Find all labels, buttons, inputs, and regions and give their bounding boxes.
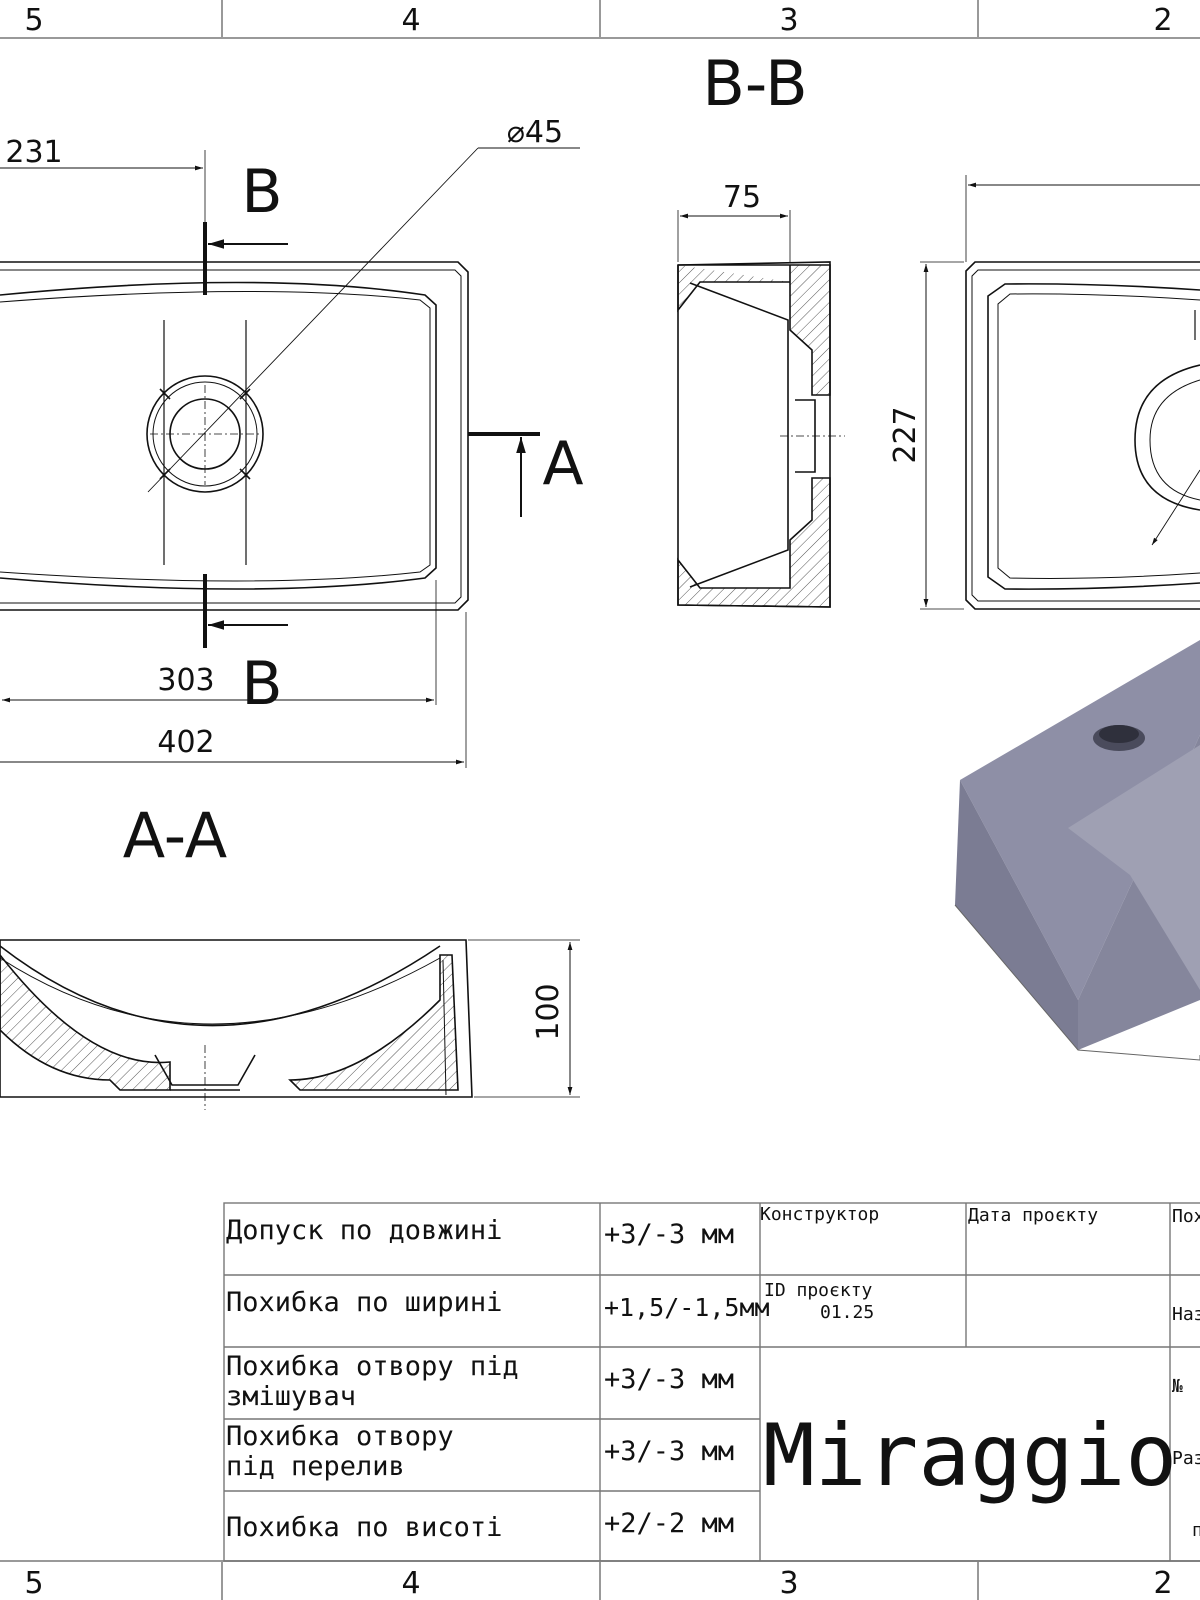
side-view [920,175,1200,610]
tolerance-label-line: Похибка отвору [226,1421,454,1452]
title-block-clipped-text: № [1172,1376,1183,1397]
tolerance-label: Похибка отвору під змішувач [226,1351,535,1412]
tolerance-label-line: під перелив [226,1451,405,1482]
designer-label: Конструктор [760,1204,879,1225]
tolerance-value: +3/-3 мм [604,1436,734,1467]
title-block-clipped-text: Пох [1172,1206,1200,1227]
brand-logo: Miraggio [763,1406,1177,1506]
zone-label-top: 5 [24,3,43,38]
tolerance-value: +1,5/-1,5мм [604,1293,770,1322]
title-block-clipped-text: Наз [1172,1304,1200,1325]
cut-label-a: A [542,429,583,499]
tolerance-value: +3/-3 мм [604,1219,734,1250]
zone-label-bottom: 2 [1153,1566,1172,1600]
dimension-231: 231 [5,135,62,170]
zone-border-bottom: 5 4 3 2 [0,1560,1200,1600]
title-block [223,1202,1200,1562]
tolerance-label: Допуск по довжині [226,1215,502,1246]
cut-label-b-bottom: B [241,649,282,719]
project-date-label: Дата проєкту [968,1205,1098,1226]
tolerance-label: Похибка по висоті [226,1512,502,1543]
tolerance-value: +2/-2 мм [604,1508,734,1539]
section-bb-view [677,210,845,608]
zone-label-top: 2 [1153,3,1172,38]
zone-label-bottom: 4 [401,1566,420,1600]
mixer-hole-outer [146,375,264,493]
tolerance-label: Похибка отвору під перелив [226,1421,470,1482]
section-aa-view [0,939,580,1110]
section-bb-title: B-B [702,47,807,120]
tolerance-label: Похибка по ширині [226,1287,502,1318]
tolerance-table: Допуск по довжині +3/-3 мм Похибка по ши… [226,1215,770,1543]
tolerance-label-line: Похибка отвору під [226,1351,519,1382]
zone-label-bottom: 3 [779,1566,798,1600]
title-block-clipped-text: п [1192,1520,1200,1541]
dimension-hole-diameter: ⌀45 [507,115,563,150]
project-id-value: 01.25 [820,1302,874,1323]
dimension-100: 100 [531,983,566,1040]
dimension-303: 303 [157,663,214,698]
zone-label-bottom: 5 [24,1566,43,1600]
zone-border-top: 5 4 3 2 [0,0,1200,39]
sink-3d-render [954,640,1200,1061]
tolerance-label-line: змішувач [226,1381,356,1412]
dimension-75: 75 [723,180,761,215]
section-aa-title: A-A [123,799,227,872]
zone-label-top: 3 [779,3,798,38]
plan-view [0,147,580,768]
dimension-227: 227 [888,406,923,463]
title-block-clipped-text: Раз [1172,1448,1200,1469]
cut-label-b-top: B [241,157,282,227]
zone-label-top: 4 [401,3,420,38]
dimension-402: 402 [157,725,214,760]
tolerance-value: +3/-3 мм [604,1364,734,1395]
project-id-label: ID проєкту [764,1280,873,1301]
